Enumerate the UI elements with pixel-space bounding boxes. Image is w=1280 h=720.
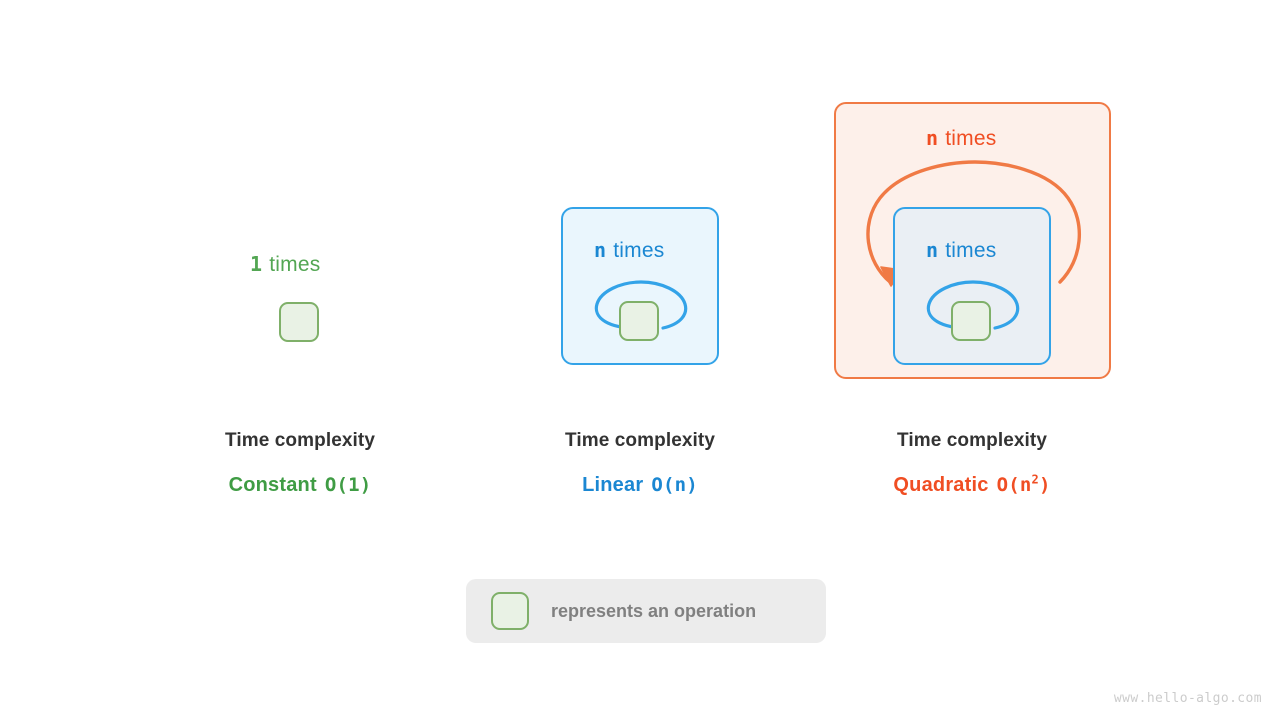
complexity-name: Constant bbox=[228, 474, 317, 496]
caption-title: Time complexity bbox=[564, 430, 716, 451]
count-word: times bbox=[945, 239, 997, 262]
legend: represents an operation bbox=[466, 579, 826, 643]
complexity-bigo: O(n) bbox=[651, 474, 698, 496]
column-constant: 1 times bbox=[200, 240, 400, 390]
complexity-name: Quadratic bbox=[893, 474, 989, 496]
complexity-bigo: O(n2) bbox=[997, 474, 1051, 496]
loop-box-linear bbox=[561, 207, 719, 365]
count-label-constant: 1 times bbox=[250, 254, 320, 275]
caption-title: Time complexity bbox=[224, 430, 376, 451]
count-word: times bbox=[269, 253, 321, 276]
complexity-bigo: O(1) bbox=[324, 474, 372, 496]
watermark: www.hello-algo.com bbox=[1113, 691, 1262, 706]
complexity-bigo-base: O(n bbox=[996, 474, 1032, 496]
caption-complexity: Linear O(n) bbox=[490, 474, 790, 497]
caption-complexity: Constant O(1) bbox=[150, 474, 450, 497]
count-variable: 1 bbox=[250, 252, 263, 276]
count-variable: n bbox=[926, 238, 939, 262]
count-word: times bbox=[945, 127, 997, 150]
operation-square bbox=[279, 302, 319, 342]
caption-constant: Time complexity Constant O(1) bbox=[150, 430, 450, 497]
caption-title: Time complexity bbox=[896, 430, 1048, 451]
complexity-name: Linear bbox=[582, 474, 644, 496]
count-variable: n bbox=[594, 238, 607, 262]
caption-quadratic: Time complexity Quadratic O(n2) bbox=[822, 430, 1122, 497]
count-word: times bbox=[613, 239, 665, 262]
legend-operation-swatch bbox=[491, 592, 529, 630]
caption-complexity: Quadratic O(n2) bbox=[822, 474, 1122, 497]
loop-box-quadratic-inner bbox=[893, 207, 1051, 365]
count-variable: n bbox=[926, 126, 939, 150]
caption-linear: Time complexity Linear O(n) bbox=[490, 430, 790, 497]
complexity-bigo-tail: ) bbox=[1038, 474, 1051, 496]
legend-label: represents an operation bbox=[551, 600, 757, 621]
operation-square bbox=[619, 301, 659, 341]
complexity-bigo-exponent: 2 bbox=[1031, 472, 1039, 487]
operation-square bbox=[951, 301, 991, 341]
